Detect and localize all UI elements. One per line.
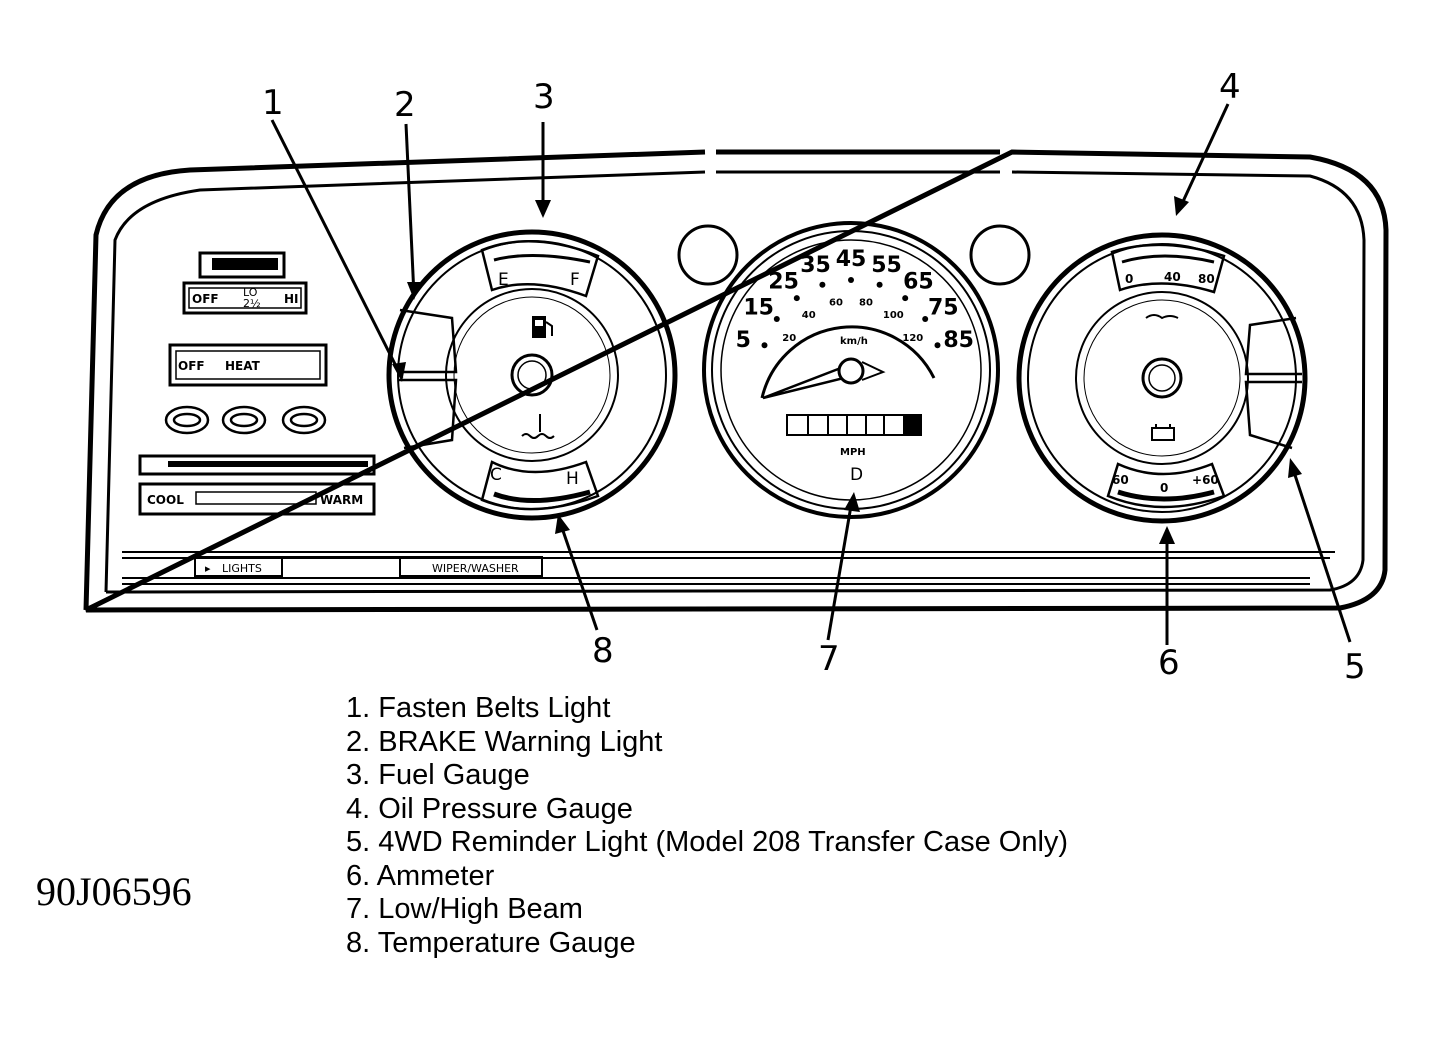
temp-slider-warm-label: WARM [320, 493, 363, 507]
oil-mark-80: 80 [1198, 272, 1215, 286]
speedometer-needle [762, 357, 886, 400]
callout-8: 8 [592, 631, 614, 671]
mph-mark-85: 85 [943, 328, 974, 353]
mph-mark-75: 75 [928, 296, 959, 321]
lights-icon: ▸ [205, 562, 211, 575]
mph-mark-5: 5 [736, 328, 751, 353]
fuel-full-label: F [570, 270, 580, 290]
legend: 1. Fasten Belts Light 2. BRAKE Warning L… [346, 692, 1068, 960]
wiper-washer-label: WIPER/WASHER [432, 562, 519, 575]
coolant-temp-icon [521, 414, 555, 439]
legend-item-4: 4. Oil Pressure Gauge [346, 792, 633, 825]
fuel-pump-icon [532, 316, 553, 338]
kmh-mark-20: 20 [782, 333, 796, 344]
callout-arrowheads [392, 196, 1302, 544]
mph-mark-25: 25 [768, 270, 799, 295]
callout-5: 5 [1344, 647, 1366, 687]
mph-tick [793, 295, 800, 302]
fuel-empty-label: E [498, 270, 509, 290]
ammeter-neg-60: 60 [1112, 473, 1129, 487]
oil-mark-40: 40 [1164, 270, 1181, 284]
mph-mark-35: 35 [800, 253, 831, 278]
heat-switch-off-label: OFF [178, 359, 205, 373]
temp-slider-lever [138, 454, 376, 476]
mph-mark-15: 15 [743, 296, 774, 321]
high-beam-indicator: D [850, 465, 863, 485]
temp-cold-label: C [490, 465, 502, 485]
heat-switch [168, 343, 328, 387]
legend-item-2: 2. BRAKE Warning Light [346, 725, 663, 758]
oil-mark-0: 0 [1125, 272, 1133, 286]
callout-leaders [270, 103, 1352, 645]
battery-icon [1151, 424, 1175, 441]
kmh-mark-80: 80 [859, 298, 873, 309]
callout-7: 7 [818, 639, 840, 679]
mph-mark-55: 55 [871, 253, 902, 278]
heat-switch-heat-label: HEAT [225, 359, 261, 373]
mph-mark-65: 65 [903, 270, 934, 295]
mph-tick [761, 342, 768, 349]
fan-lever [198, 251, 286, 279]
mph-tick [773, 316, 780, 322]
mph-tick [848, 277, 854, 283]
odometer [786, 414, 922, 436]
callout-4: 4 [1219, 67, 1241, 107]
control-knobs [164, 405, 327, 435]
ammeter-pos-60: +60 [1192, 473, 1219, 487]
callout-3: 3 [533, 77, 555, 117]
temp-slider-cool-label: COOL [147, 493, 184, 507]
control-panel: OFF LO 2½ HI OFF HEAT COOL WARM [138, 251, 376, 516]
fuel-temp-gauge [386, 229, 678, 521]
mph-mark-45: 45 [836, 247, 867, 272]
fan-switch-off-label: OFF [192, 292, 219, 306]
bottom-trim [122, 551, 1335, 585]
legend-item-3: 3. Fuel Gauge [346, 759, 530, 791]
kmh-mark-60: 60 [829, 298, 843, 309]
fan-switch-2-label: 2½ [243, 297, 261, 310]
fan-switch-hi-label: HI [284, 292, 299, 306]
oil-can-icon [1145, 314, 1179, 320]
mph-tick [876, 281, 883, 288]
fan-switch [182, 281, 308, 315]
speedometer-kmh-scale: 20 40 60 80 100 120 [782, 298, 923, 345]
legend-item-1: 1. Fasten Belts Light [346, 692, 611, 724]
kmh-mark-40: 40 [802, 310, 816, 321]
indicator-lamp-right [969, 224, 1031, 286]
figure-id: 90J06596 [36, 869, 192, 914]
callout-2: 2 [394, 85, 416, 125]
legend-item-6: 6. Ammeter [346, 859, 495, 892]
mph-unit-label: MPH [840, 447, 866, 458]
ammeter-zero: 0 [1160, 481, 1168, 495]
mph-tick [819, 281, 826, 288]
legend-item-8: 8. Temperature Gauge [346, 926, 636, 959]
kmh-unit-label: km/h [840, 336, 868, 347]
indicator-lamp-left [677, 224, 739, 286]
callout-1: 1 [262, 83, 284, 123]
temp-hot-label: H [566, 469, 579, 489]
dashboard-housing [83, 149, 1389, 613]
kmh-mark-100: 100 [883, 310, 904, 321]
legend-item-7: 7. Low/High Beam [346, 893, 583, 925]
lights-label: LIGHTS [222, 562, 262, 575]
kmh-mark-120: 120 [902, 333, 923, 344]
mph-tick [902, 295, 909, 302]
mph-tick [922, 316, 929, 322]
callout-6: 6 [1158, 643, 1180, 683]
legend-item-5: 5. 4WD Reminder Light (Model 208 Transfe… [346, 826, 1069, 858]
temp-slider [138, 482, 376, 516]
fan-switch-lo-label: LO [243, 286, 258, 299]
oil-ammeter-gauge [1016, 232, 1308, 524]
mph-tick [934, 342, 941, 349]
